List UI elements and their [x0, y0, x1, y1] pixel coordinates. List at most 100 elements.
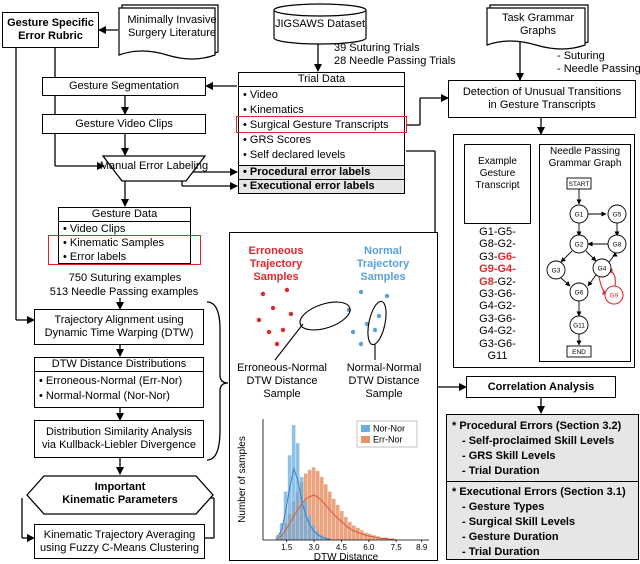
- legend-label: Err-Nor: [373, 435, 403, 445]
- gesture-data-item: • Video Clips: [63, 223, 126, 235]
- node-g4: G4: [598, 266, 607, 273]
- x-tick-label: 1.5: [281, 543, 293, 552]
- node-g3: G3: [552, 268, 561, 275]
- node-g1: G1: [575, 212, 584, 219]
- density-curve: [277, 494, 395, 540]
- transcript-title: Example Gesture Transcript: [464, 156, 531, 192]
- err-nor-caption-line: Erroneous-Normal: [237, 362, 327, 374]
- literature-document-icon: [118, 4, 219, 60]
- histogram-bar: [331, 498, 336, 540]
- transcript-line: G4-G2-: [464, 325, 531, 337]
- gesture: -G2-: [493, 275, 516, 288]
- unusual-gesture: G8: [479, 275, 494, 288]
- erroneous-point: [266, 329, 272, 335]
- important-parameters-label: Important Kinematic Parameters: [26, 481, 214, 507]
- gesture-segmentation-label: Gesture Segmentation: [68, 80, 180, 92]
- legend-swatch: [361, 436, 370, 443]
- task-grammar-document-icon: [486, 4, 589, 50]
- histogram-bar: [311, 467, 316, 540]
- gesture-segmentation-box: Gesture Segmentation: [42, 77, 206, 96]
- nor-nor-caption-line: Sample: [365, 388, 403, 400]
- suturing-examples: 750 Suturing examples: [68, 272, 182, 284]
- executional-item: - Surgical Skill Levels: [462, 516, 576, 528]
- trajectory-averaging-box: Kinematic Trajectory Averaging using Fuz…: [34, 524, 205, 559]
- procedural-item: - Trial Duration: [462, 465, 540, 477]
- erroneous-samples-label: Erroneous Trajectory Samples: [236, 245, 316, 284]
- dtw-distribution-item: • Normal-Normal (Nor-Nor): [39, 390, 170, 402]
- histogram-bar: [287, 455, 292, 540]
- manual-error-labeling-label: Manual Error Labeling: [99, 160, 209, 172]
- normal-line: Normal: [364, 245, 402, 257]
- kinematic-highlight: [48, 235, 201, 265]
- histogram-bar: [315, 531, 320, 540]
- task-grammar-label: Task Grammar Graphs: [501, 12, 575, 37]
- histogram-bar: [372, 535, 376, 540]
- gesture: G3-G6-: [479, 337, 516, 350]
- needle-examples: 513 Needle Passing examples: [49, 286, 199, 298]
- transcript-line: G1-G5-: [464, 226, 531, 238]
- node-g11: G11: [573, 323, 585, 330]
- trial-data-item: • Kinematics: [243, 104, 304, 116]
- nor-nor-pair-ellipse: [367, 300, 387, 346]
- histogram-bar: [311, 525, 316, 540]
- density-curve: [277, 466, 330, 540]
- normal-point: [376, 313, 382, 319]
- unusual-gesture: G9-G4-: [479, 263, 516, 276]
- normal-point: [384, 293, 390, 299]
- transcript-line: G9-G4-: [464, 263, 531, 275]
- transcript-title-line: Example: [478, 156, 517, 167]
- err-nor-pair-ellipse: [299, 301, 351, 331]
- transcript-line: G3-G6-: [464, 288, 531, 300]
- normal-point: [372, 327, 378, 333]
- procedural-item: - Self-proclaimed Skill Levels: [462, 435, 615, 447]
- node-end: END: [572, 349, 586, 356]
- erroneous-point: [256, 317, 262, 323]
- histogram-bar: [307, 515, 312, 540]
- results-divider: [446, 481, 639, 482]
- erroneous-line: Erroneous: [248, 245, 304, 257]
- err-nor-caption-line: DTW Distance: [246, 375, 318, 387]
- transcript-line: G8-G2-: [464, 238, 531, 250]
- transcript-line: G3-G6-: [464, 251, 531, 263]
- gesture-data-item: • Kinematic Samples: [63, 237, 165, 249]
- histogram-bar: [307, 469, 312, 540]
- jigsaws-label: JIGSAWS Dataset: [274, 18, 366, 30]
- trial-data-header: Trial Data: [239, 73, 404, 87]
- gesture: G3-G6-: [479, 288, 516, 301]
- similarity-line2: via Kullback-Liebler Divergence: [41, 439, 197, 451]
- trial-data-item: • GRS Scores: [243, 134, 312, 146]
- node-g6: G6: [575, 290, 584, 297]
- executional-labels-row: • Executional error labels: [238, 179, 405, 194]
- procedural-errors-title: * Procedural Errors (Section 3.2): [452, 420, 622, 432]
- gesture: G4-G2-: [479, 325, 516, 338]
- histogram-bar: [319, 535, 324, 540]
- histogram-bar: [303, 501, 308, 540]
- histogram-bar: [352, 525, 356, 540]
- histogram-bar: [368, 533, 372, 540]
- dtw-alignment-box: Trajectory Alignment using Dynamic Time …: [34, 309, 204, 345]
- dtw-alignment-line1: Trajectory Alignment using: [54, 314, 184, 326]
- task-grammar-suturing: - Suturing: [557, 50, 605, 62]
- histogram-bar: [315, 471, 320, 540]
- grammar-title-line: Needle Passing: [549, 146, 621, 157]
- suturing-trials-count: 39 Suturing Trials: [334, 42, 420, 54]
- transcript-lines: G1-G5-G8-G2-G3-G6-G9-G4-G8-G2-G3-G6-G4-G…: [464, 226, 531, 362]
- err-nor-pointer: [274, 323, 304, 361]
- x-tick-label: 7.5: [391, 543, 403, 552]
- x-tick-label: 4.5: [336, 543, 348, 552]
- task-grammar-needle: - Needle Passing: [557, 63, 640, 75]
- executional-item: - Gesture Types: [462, 501, 545, 513]
- gesture-data-item: • Error labels: [63, 251, 127, 263]
- normal-point: [350, 329, 356, 335]
- histogram-bar: [360, 530, 364, 540]
- dtw-alignment-line2: Dynamic Time Warping (DTW): [44, 327, 194, 339]
- erroneous-point: [274, 341, 280, 347]
- trial-data-box: Trial Data • Video • Kinematics • Surgic…: [238, 72, 405, 166]
- error-rubric-box: Gesture Specific Error Rubric: [2, 12, 99, 48]
- literature-label: Minimally Invasive Surgery Literature: [127, 14, 217, 39]
- similarity-line1: Distribution Similarity Analysis: [45, 426, 193, 438]
- grammar-graph: START G1 G5 G2 G8 G3 G4 G6 G9 G11 END: [546, 177, 627, 358]
- gesture: G4-G2-: [479, 300, 516, 313]
- executional-item: - Trial Duration: [462, 546, 540, 558]
